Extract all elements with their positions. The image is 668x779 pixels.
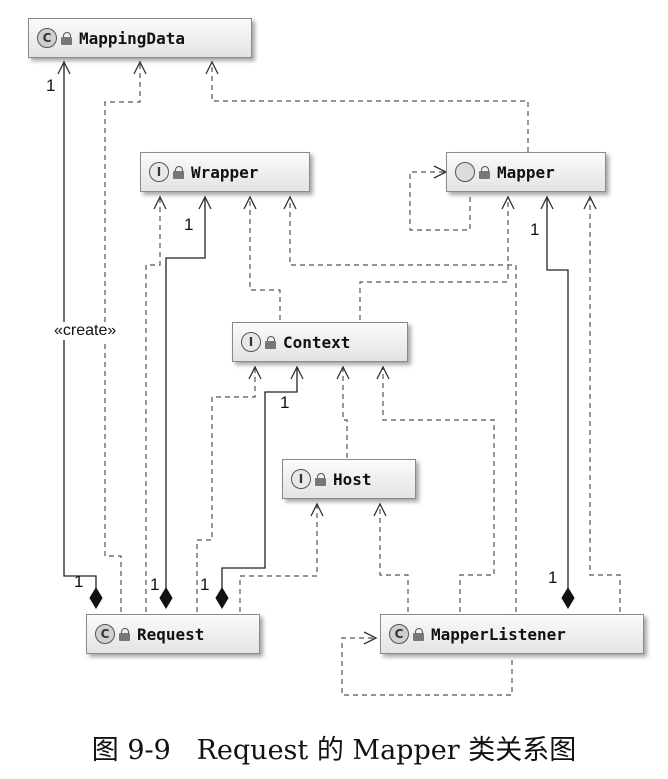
arrowhead <box>57 60 71 75</box>
arrowhead <box>373 502 387 517</box>
class-name: Host <box>333 469 372 489</box>
edge-context-wrapper <box>249 197 281 320</box>
arrowhead <box>133 60 147 75</box>
interface-icon: I <box>291 469 311 489</box>
abstract-class-icon <box>455 162 475 182</box>
edge-request-host-dep <box>239 504 318 612</box>
edge-request-context <box>221 367 298 588</box>
arrowhead <box>198 195 212 210</box>
edge-request-mappingdata <box>63 62 97 588</box>
edge-mapperlistener-context <box>382 367 495 612</box>
edge-mapperlistener-mapper <box>546 197 569 588</box>
class-mappingdata[interactable]: C MappingData <box>28 18 252 58</box>
class-name: Mapper <box>497 162 555 182</box>
multiplicity-label: 1 <box>548 568 558 587</box>
arrowhead <box>153 195 167 210</box>
class-icon: C <box>37 28 57 48</box>
multiplicity-label: 1 <box>46 76 56 95</box>
arrowhead <box>205 60 219 75</box>
multiplicity-label: 1 <box>280 393 290 412</box>
interface-context[interactable]: I Context <box>232 322 408 362</box>
class-name: MapperListener <box>431 624 566 644</box>
composition-diamond <box>215 587 229 609</box>
arrowhead <box>283 195 297 210</box>
arrowhead <box>376 365 390 380</box>
arrowhead <box>248 365 262 380</box>
interface-host[interactable]: I Host <box>282 459 416 499</box>
multiplicity-label: 1 <box>184 215 194 234</box>
lock-icon <box>413 627 425 641</box>
arrowhead <box>243 195 257 210</box>
edge-mapperlistener-mapper-dep2 <box>589 197 621 612</box>
edge-request-wrapper <box>165 197 206 588</box>
arrowhead <box>540 195 554 210</box>
edge-request-wrapper-dep <box>145 197 161 612</box>
edge-mapperlistener-self <box>341 637 513 696</box>
class-mapperlistener[interactable]: C MapperListener <box>380 614 644 654</box>
edge-mapperlistener-host <box>379 504 409 612</box>
multiplicity-label: 1 <box>200 575 210 594</box>
arrowhead <box>363 631 378 645</box>
lock-icon <box>265 335 277 349</box>
class-name: Wrapper <box>191 162 259 182</box>
edge-context-mapper <box>359 197 509 320</box>
edge-mapper-self <box>409 171 471 231</box>
lock-icon <box>119 627 131 641</box>
arrowhead <box>290 365 304 380</box>
class-icon: C <box>95 624 115 644</box>
composition-diamond <box>89 587 103 609</box>
edge-host-context <box>342 367 348 458</box>
edge-mapperlistener-mapper-dep <box>289 197 517 612</box>
composition-diamond <box>561 587 575 609</box>
lock-icon <box>173 165 185 179</box>
lock-icon <box>61 31 73 45</box>
multiplicity-label: 1 <box>530 220 540 239</box>
interface-icon: I <box>241 332 261 352</box>
class-mapper[interactable]: Mapper <box>446 152 606 192</box>
class-name: MappingData <box>79 28 185 48</box>
figure-caption: 图 9-9 Request 的 Mapper 类关系图 <box>91 735 577 766</box>
create-stereotype-label: «create» <box>54 322 117 340</box>
composition-diamond <box>159 587 173 609</box>
interface-icon: I <box>149 162 169 182</box>
class-request[interactable]: C Request <box>86 614 260 654</box>
arrowhead <box>583 195 597 210</box>
multiplicity-label: 1 <box>74 572 84 591</box>
arrowhead <box>336 365 350 380</box>
edge-mapper-mappingdata-dep <box>211 62 529 152</box>
class-name: Context <box>283 332 351 352</box>
arrowhead <box>310 502 324 517</box>
class-name: Request <box>137 624 205 644</box>
class-icon: C <box>389 624 409 644</box>
lock-icon <box>479 165 491 179</box>
arrowhead <box>501 195 515 210</box>
multiplicity-label: 1 <box>150 575 160 594</box>
lock-icon <box>315 472 327 486</box>
interface-wrapper[interactable]: I Wrapper <box>140 152 310 192</box>
